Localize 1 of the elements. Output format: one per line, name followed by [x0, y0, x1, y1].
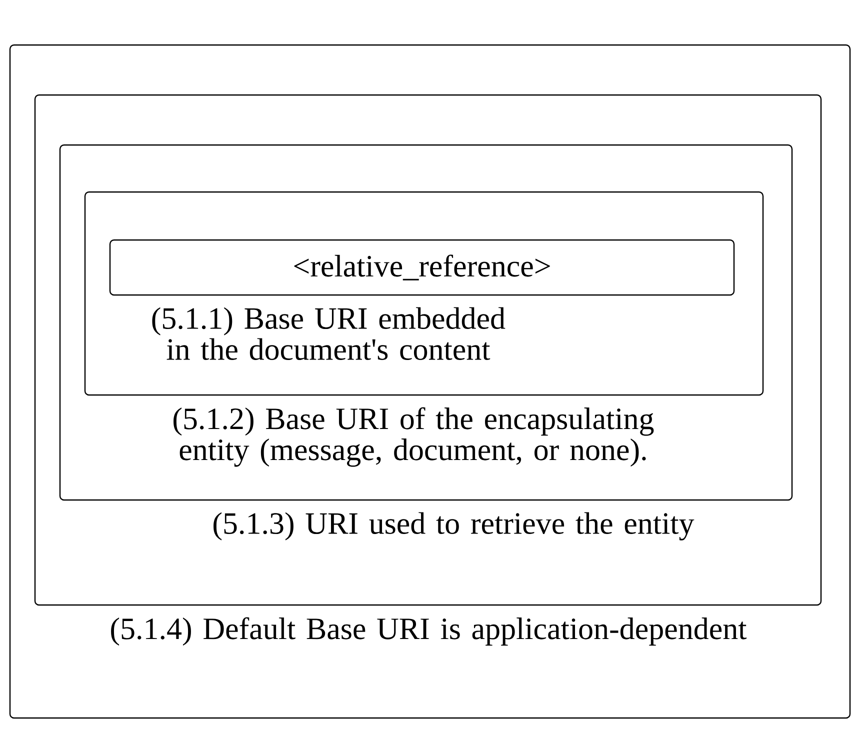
nested-box: <relative_reference> [109, 239, 735, 296]
